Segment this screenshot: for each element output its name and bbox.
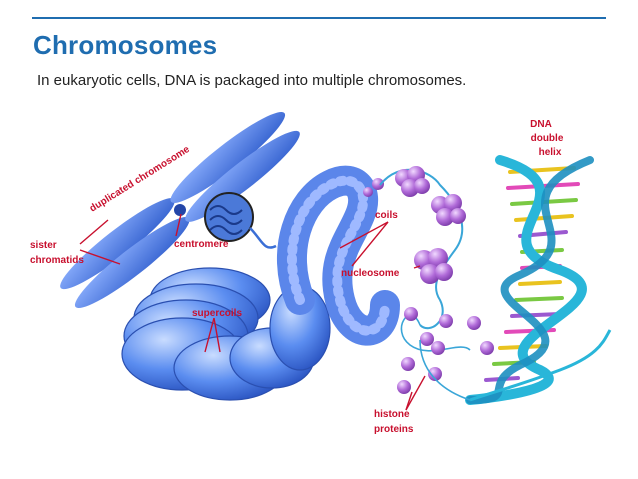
coils-structure [277,165,400,346]
label-histone-proteins-line1: histone [374,409,410,420]
centromere-point [174,204,186,216]
label-dna-line2: double [531,133,564,144]
dna-double-helix [419,155,612,405]
magnifier-inset [204,192,277,249]
label-sister-chromatids-line2: chromatids [30,255,84,266]
label-duplicated-chromosome: duplicated chromosome [88,144,192,215]
label-supercoils: supercoils [192,308,242,319]
label-nucleosome: nucleosome [341,268,400,279]
supercoils-structure [121,267,331,401]
label-centromere: centromere [174,239,229,250]
page-title: Chromosomes [33,30,218,60]
nucleosome-clusters [379,166,466,330]
leader-lines [79,213,426,411]
label-sister-chromatids-line1: sister [30,240,57,251]
histone-proteins [397,307,494,394]
label-histone-proteins-line2: proteins [374,424,414,435]
page-subtitle: In eukaryotic cells, DNA is packaged int… [37,72,467,89]
header-rule [32,17,606,19]
label-coils: coils [375,210,398,221]
label-dna-line1: DNA [530,119,552,130]
label-dna-line3: helix [539,147,562,158]
